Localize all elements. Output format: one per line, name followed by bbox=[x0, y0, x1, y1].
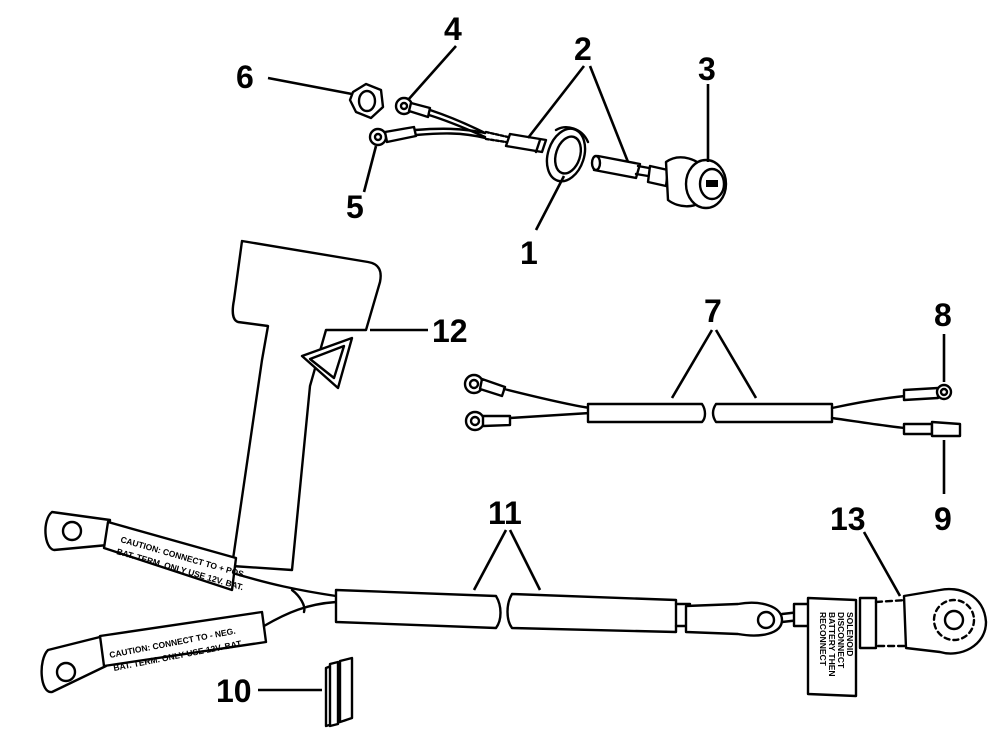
tag-line-3: RECONNECT bbox=[818, 612, 828, 667]
callout-3: 3 bbox=[698, 51, 716, 87]
callout-11: 11 bbox=[488, 495, 522, 531]
part-1-bezel-ring bbox=[545, 126, 590, 183]
callout-13: 13 bbox=[830, 501, 866, 537]
callout-10: 10 bbox=[216, 673, 252, 709]
callout-1: 1 bbox=[520, 235, 538, 271]
callout-6: 6 bbox=[236, 59, 254, 95]
part-10-grommet bbox=[324, 656, 354, 728]
part-12-boot-cover bbox=[230, 239, 382, 572]
callout-4: 4 bbox=[444, 11, 462, 47]
callouts: 4 6 5 2 3 1 12 7 8 9 11 13 10 bbox=[216, 11, 952, 709]
part-13-solenoid-terminal bbox=[858, 587, 988, 655]
callout-5: 5 bbox=[346, 189, 364, 225]
callout-9: 9 bbox=[934, 501, 952, 537]
callout-2: 2 bbox=[574, 31, 592, 67]
leader-lines bbox=[258, 45, 946, 692]
callout-7: 7 bbox=[704, 293, 722, 329]
tag-line-1: DISCONNECT bbox=[836, 612, 846, 669]
tag-line-2: BATTERY THEN bbox=[827, 612, 837, 677]
tag-line-4: SOLENOID bbox=[845, 612, 855, 656]
callout-12: 12 bbox=[432, 313, 468, 349]
part-3-key-switch bbox=[634, 156, 728, 210]
part-6-hex-nut bbox=[348, 82, 385, 120]
wire-connector-end bbox=[484, 130, 548, 154]
part-2-sleeve bbox=[590, 154, 642, 180]
callout-8: 8 bbox=[934, 297, 952, 333]
disconnect-tag: DISCONNECT BATTERY THEN RECONNECT SOLENO… bbox=[806, 596, 858, 698]
part-5-ring-terminal bbox=[368, 125, 487, 147]
part-4-ring-terminal bbox=[394, 96, 487, 139]
part-11-battery-cables: CAUTION: CONNECT TO + POS. BAT. TERM. ON… bbox=[40, 510, 814, 694]
part-7-wire-harness bbox=[463, 373, 962, 438]
